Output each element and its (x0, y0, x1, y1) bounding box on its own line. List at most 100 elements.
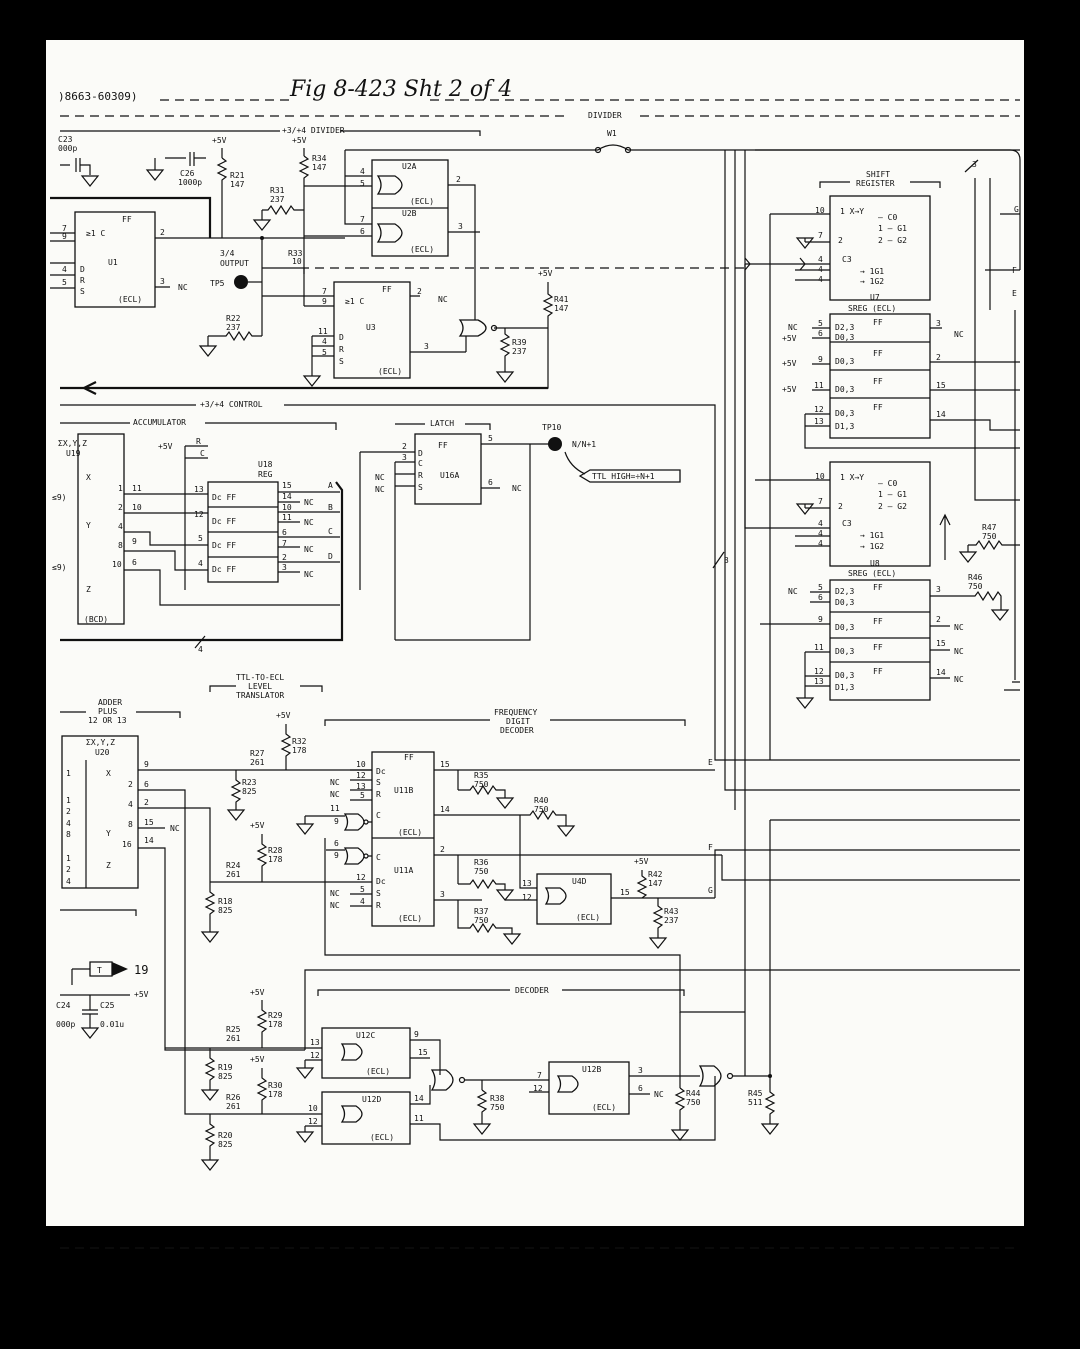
section-freq-3: DECODER (500, 726, 534, 735)
svg-text:2: 2 (66, 807, 71, 816)
u12c-ecl: (ECL) (366, 1067, 390, 1076)
svg-text:7: 7 (818, 231, 823, 240)
tp5-line1: 3/4 (220, 249, 235, 258)
r32-value: 178 (292, 746, 307, 755)
edge-e2: E (708, 758, 713, 767)
svg-text:D2,3: D2,3 (835, 587, 854, 596)
svg-text:6: 6 (360, 227, 365, 236)
section-shift-1: SHIFT (866, 170, 890, 179)
r27-value: 261 (250, 758, 265, 767)
u7-sreg-top (829, 195, 931, 301)
r27-ref: R27 (250, 749, 265, 758)
svg-text:4: 4 (818, 539, 823, 548)
svg-text:4: 4 (818, 519, 823, 528)
svg-text:+5V: +5V (782, 334, 797, 343)
u8-name: SREG (ECL) (848, 569, 896, 578)
vcc-2: +5V (292, 136, 307, 145)
handwritten-note: Fig 8-423 Sht 2 of 4 (289, 77, 512, 102)
r41-ref: R41 (554, 295, 569, 304)
svg-text:12: 12 (308, 1117, 318, 1126)
u7-nc: NC (954, 330, 964, 339)
section-freq-2: DIGIT (506, 717, 530, 726)
u2a-ecl: (ECL) (410, 197, 434, 206)
svg-text:D0,3: D0,3 (835, 385, 854, 394)
svg-text:10: 10 (815, 206, 825, 215)
svg-text:NC: NC (304, 498, 314, 507)
svg-text:FF: FF (873, 377, 883, 386)
svg-text:9: 9 (62, 232, 67, 241)
svg-text:5: 5 (488, 434, 493, 443)
svg-text:3: 3 (936, 585, 941, 594)
svg-text:14: 14 (936, 668, 946, 677)
r35-value: 750 (474, 780, 489, 789)
svg-text:5: 5 (62, 278, 67, 287)
r46-value: 750 (968, 582, 983, 591)
svg-text:1: 1 (66, 854, 71, 863)
section-control: +3/+4 CONTROL (200, 400, 263, 409)
u1-ecl: (ECL) (118, 295, 142, 304)
section-ttl-1: TTL-TO-ECL (236, 673, 284, 682)
r24-value: 261 (226, 870, 241, 879)
svg-text:D0,3: D0,3 (835, 671, 854, 680)
svg-text:Y: Y (86, 521, 91, 530)
svg-text:R: R (376, 901, 381, 910)
section-ttl-2: LEVEL (248, 682, 272, 691)
r21-ref: R21 (230, 171, 245, 180)
svg-text:D0,3: D0,3 (835, 357, 854, 366)
svg-text:10: 10 (282, 503, 292, 512)
section-freq-1: FREQUENCY (494, 708, 538, 717)
r32-ref: R32 (292, 737, 307, 746)
svg-text:9: 9 (322, 297, 327, 306)
svg-text:3: 3 (936, 319, 941, 328)
svg-text:7: 7 (62, 224, 67, 233)
r30-value: 178 (268, 1090, 283, 1099)
svg-text:2: 2 (128, 780, 133, 789)
svg-text:Z: Z (86, 585, 91, 594)
r33-value: 10 (292, 257, 302, 266)
svg-text:13: 13 (310, 1038, 320, 1047)
svg-text:R: R (339, 345, 344, 354)
svg-text:Dc: Dc (376, 767, 386, 776)
tp5-ref: TP5 (210, 279, 225, 288)
svg-text:8: 8 (128, 820, 133, 829)
svg-text:4: 4 (322, 337, 327, 346)
svg-text:3: 3 (440, 890, 445, 899)
u7-sreg-body (829, 313, 931, 439)
c26-value: 1000p (178, 178, 202, 187)
svg-text:D1,3: D1,3 (835, 683, 854, 692)
svg-text:12: 12 (814, 667, 824, 676)
svg-text:NC: NC (330, 778, 340, 787)
tp5-line2: OUTPUT (220, 259, 249, 268)
r40-ref: R40 (534, 796, 549, 805)
svg-text:2: 2 (160, 228, 165, 237)
svg-text:14: 14 (936, 410, 946, 419)
svg-text:2 — G2: 2 — G2 (878, 502, 907, 511)
svg-text:4: 4 (66, 819, 71, 828)
edge-f2: F (708, 843, 713, 852)
svg-text:NC: NC (788, 323, 798, 332)
svg-text:S: S (80, 287, 85, 296)
svg-text:S: S (339, 357, 344, 366)
svg-text:+5V: +5V (782, 385, 797, 394)
r40-value: 750 (534, 805, 549, 814)
svg-text:3: 3 (402, 453, 407, 462)
svg-text:13: 13 (522, 879, 532, 888)
u3-ref: U3 (366, 323, 376, 332)
vcc-8: +5V (134, 990, 149, 999)
svg-text:4: 4 (360, 897, 365, 906)
svg-text:FF: FF (873, 617, 883, 626)
svg-text:3: 3 (458, 222, 463, 231)
svg-text:5: 5 (818, 583, 823, 592)
r34-value: 147 (312, 163, 327, 172)
r20-value: 825 (218, 1140, 233, 1149)
svg-text:2: 2 (402, 442, 407, 451)
c24-ref: C24 (56, 1001, 71, 1010)
r28-ref: R28 (268, 846, 283, 855)
vcc-6: +5V (634, 857, 649, 866)
svg-text:C: C (418, 459, 423, 468)
svg-text:5: 5 (360, 791, 365, 800)
u12b-gate (548, 1061, 630, 1115)
svg-text:9: 9 (414, 1030, 419, 1039)
